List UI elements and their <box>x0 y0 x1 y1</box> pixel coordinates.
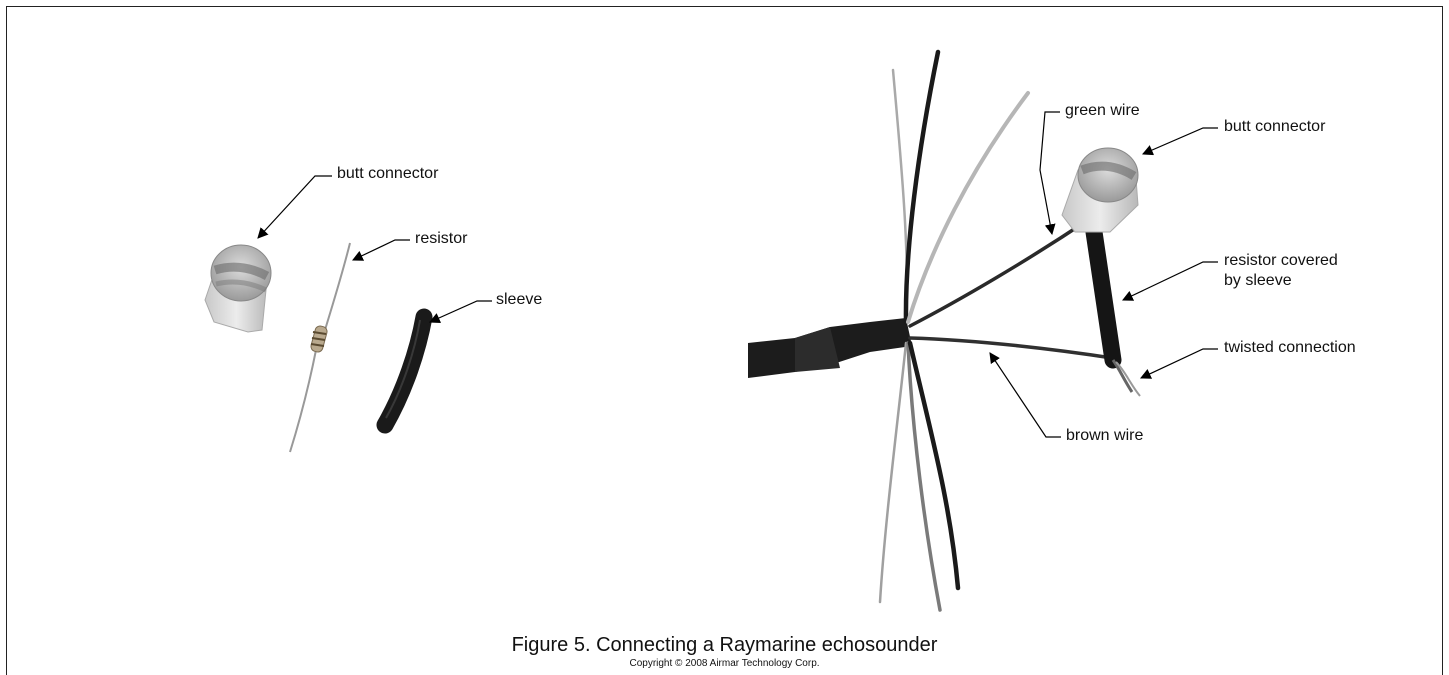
twisted-connection-image <box>1113 360 1140 396</box>
wires-image <box>880 52 1112 610</box>
label-right-butt-connector: butt connector <box>1224 117 1325 136</box>
leader-brown-wire <box>990 353 1061 437</box>
leader-twisted-connection <box>1141 349 1218 378</box>
label-green-wire: green wire <box>1065 101 1140 120</box>
label-resistor-covered-line1: resistor covered <box>1224 251 1338 270</box>
figure-caption: Figure 5. Connecting a Raymarine echosou… <box>0 634 1449 657</box>
label-resistor: resistor <box>415 229 467 248</box>
label-left-butt-connector: butt connector <box>337 164 438 183</box>
resistor-image <box>290 243 350 452</box>
label-resistor-covered-line2: by sleeve <box>1224 271 1292 290</box>
right-butt-connector-image <box>1062 148 1138 232</box>
left-butt-connector-image <box>205 245 271 332</box>
sleeve-image <box>385 317 424 425</box>
leader-resistor <box>353 240 410 260</box>
leader-sleeve <box>430 301 492 322</box>
label-brown-wire: brown wire <box>1066 426 1143 445</box>
leader-right-butt-connector <box>1143 128 1218 154</box>
label-twisted-connection: twisted connection <box>1224 338 1356 357</box>
copyright-notice: Copyright © 2008 Airmar Technology Corp. <box>0 658 1449 669</box>
leader-green-wire <box>1040 112 1060 234</box>
label-sleeve: sleeve <box>496 290 542 309</box>
covered-resistor-image <box>1094 232 1113 360</box>
cable-jacket-image <box>748 318 912 378</box>
leader-resistor-covered <box>1123 262 1218 300</box>
leader-left-butt-connector <box>258 176 332 238</box>
